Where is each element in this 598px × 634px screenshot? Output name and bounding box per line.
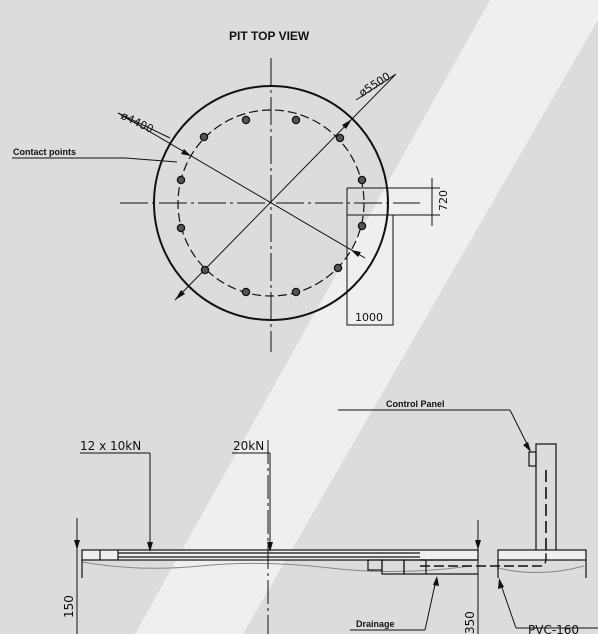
control-panel-label: Control Panel <box>386 399 445 409</box>
contact-point <box>357 221 367 231</box>
dim-1000-label: 1000 <box>355 311 383 324</box>
arrowhead <box>74 540 80 550</box>
contact-point <box>176 223 186 233</box>
drainage-leader <box>424 579 437 631</box>
contact-points-label: Contact points <box>13 147 76 157</box>
underline-5500 <box>355 73 397 101</box>
arrowhead <box>351 250 361 257</box>
contact-point <box>357 175 367 185</box>
pit-section-view <box>74 409 598 634</box>
contact-point <box>200 265 210 275</box>
arrowhead <box>523 442 531 452</box>
contact-points-leader <box>124 157 178 163</box>
outer-diameter-label: ø5500 <box>357 70 393 100</box>
platform-deck <box>81 549 479 561</box>
dim-150-label: 150 <box>62 595 76 618</box>
drainage-label: Drainage <box>356 619 395 629</box>
arrowhead <box>181 149 191 156</box>
dim-720-label: 720 <box>437 190 450 211</box>
bolt-circle-diameter-label: ø4400 <box>119 109 156 136</box>
control-panel-box <box>528 451 537 467</box>
diameter-leader-4400 <box>117 112 366 259</box>
distributed-load-label: 12 x 10kN <box>80 439 141 453</box>
contact-point <box>291 115 301 125</box>
top-view-title: PIT TOP VIEW <box>229 29 310 43</box>
arrowhead <box>342 119 352 129</box>
contact-point <box>199 132 209 142</box>
contact-point <box>241 287 251 297</box>
drain-block-3 <box>403 559 427 575</box>
contact-point <box>176 175 186 185</box>
diameter-leader-5500 <box>174 74 396 301</box>
pvc-pipe-label: PVC-160 <box>528 623 579 634</box>
arrowhead <box>175 290 185 300</box>
dim-350-label: 350 <box>463 611 477 634</box>
pvc-pipe-dashed <box>420 552 547 567</box>
contact-point <box>241 115 251 125</box>
underline-4400 <box>117 112 171 139</box>
pvc-leader <box>499 581 517 629</box>
contact-point <box>291 287 301 297</box>
arrowhead <box>267 542 273 552</box>
pit-top-view <box>12 58 440 352</box>
right-slab <box>497 549 587 561</box>
drain-block-1 <box>367 559 383 571</box>
arrowhead <box>498 578 504 589</box>
center-load-label: 20kN <box>233 439 264 453</box>
contact-points <box>176 115 367 297</box>
arrowhead <box>433 576 439 586</box>
arrowhead <box>475 540 481 550</box>
ground-hatch-right <box>497 565 585 573</box>
contact-point <box>335 133 345 143</box>
background-band <box>135 0 598 634</box>
contact-point <box>333 263 343 273</box>
arrowhead <box>147 542 153 552</box>
